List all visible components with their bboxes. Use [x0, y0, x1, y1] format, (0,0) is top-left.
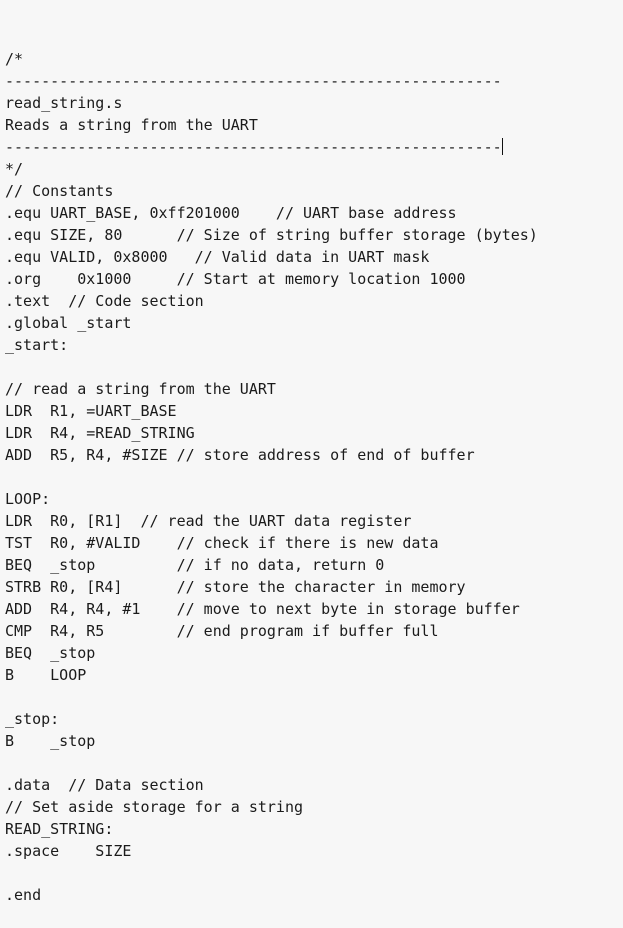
code-line[interactable]: B LOOP — [5, 666, 87, 684]
code-line[interactable]: ----------------------------------------… — [5, 72, 502, 90]
code-line[interactable] — [5, 862, 623, 884]
code-line[interactable]: BEQ _stop — [5, 644, 96, 662]
code-line[interactable] — [5, 686, 623, 708]
code-line[interactable]: .text // Code section — [5, 292, 204, 310]
code-line[interactable]: LDR R4, =READ_STRING — [5, 424, 195, 442]
code-line[interactable]: BEQ _stop // if no data, return 0 — [5, 556, 385, 574]
code-line[interactable] — [5, 752, 623, 774]
code-line[interactable]: STRB R0, [R4] // store the character in … — [5, 578, 466, 596]
code-line[interactable]: LDR R1, =UART_BASE — [5, 402, 177, 420]
code-line[interactable]: .equ UART_BASE, 0xff201000 // UART base … — [5, 204, 457, 222]
code-line[interactable]: // read a string from the UART — [5, 380, 276, 398]
code-line[interactable]: ADD R4, R4, #1 // move to next byte in s… — [5, 600, 520, 618]
code-line[interactable]: READ_STRING: — [5, 820, 114, 838]
code-line[interactable]: CMP R4, R5 // end program if buffer full — [5, 622, 439, 640]
code-line[interactable]: */ — [5, 160, 24, 178]
code-line[interactable]: TST R0, #VALID // check if there is new … — [5, 534, 439, 552]
code-line[interactable]: B _stop — [5, 732, 96, 750]
code-line[interactable] — [5, 356, 623, 378]
code-line[interactable]: .equ VALID, 0x8000 // Valid data in UART… — [5, 248, 430, 266]
code-line[interactable] — [5, 466, 623, 488]
code-line[interactable]: _stop: — [5, 710, 60, 728]
text-caret — [501, 138, 503, 155]
code-line-list[interactable]: /* --------------------------------------… — [5, 48, 623, 906]
code-line[interactable]: .org 0x1000 // Start at memory location … — [5, 270, 466, 288]
code-editor[interactable]: /* --------------------------------------… — [0, 0, 623, 904]
code-line[interactable]: Reads a string from the UART — [5, 116, 258, 134]
code-line[interactable]: LOOP: — [5, 490, 51, 508]
code-line[interactable]: ----------------------------------------… — [5, 138, 503, 156]
code-line[interactable]: ADD R5, R4, #SIZE // store address of en… — [5, 446, 475, 464]
code-line[interactable]: .space SIZE — [5, 842, 132, 860]
code-line[interactable]: LDR R0, [R1] // read the UART data regis… — [5, 512, 412, 530]
code-line[interactable]: .global _start — [5, 314, 132, 332]
code-line[interactable]: .end — [5, 886, 42, 904]
code-line[interactable]: // Constants — [5, 182, 114, 200]
code-line[interactable]: /* — [5, 50, 24, 68]
code-line[interactable]: .data // Data section — [5, 776, 204, 794]
code-line[interactable]: // Set aside storage for a string — [5, 798, 304, 816]
code-line[interactable]: _start: — [5, 336, 69, 354]
code-line[interactable]: .equ SIZE, 80 // Size of string buffer s… — [5, 226, 538, 244]
code-line[interactable]: read_string.s — [5, 94, 123, 112]
